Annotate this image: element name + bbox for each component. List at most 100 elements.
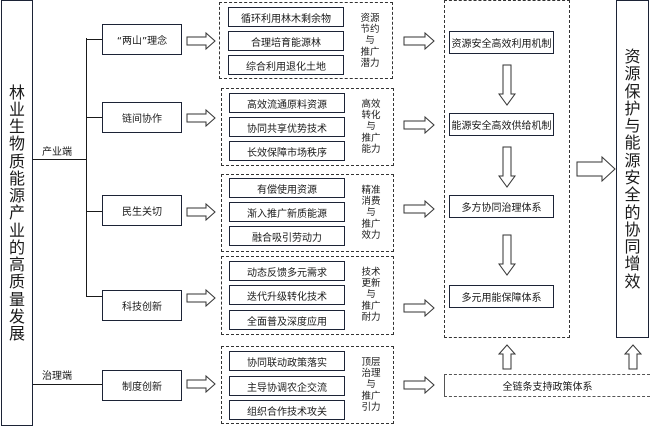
mechanism-box: 多方协同治理体系 [449, 195, 554, 218]
industry-label: 产业端 [42, 147, 72, 158]
connector-liangshan [86, 39, 102, 40]
group-item: 主导协调农企交流 [229, 376, 345, 396]
vertical-char: 源 [8, 186, 25, 206]
left-title-box: 林业生物质能源产业的高质量发展 [1, 0, 33, 426]
category-box-liangshan: “两山”理念 [102, 24, 182, 55]
arrow-right-icon [186, 108, 216, 128]
arrow-right-icon [403, 298, 435, 318]
item-text: 循环利用林木剩余物 [241, 13, 331, 25]
arrow-down-icon [498, 234, 516, 276]
group-item: 合理培育能源林 [228, 31, 344, 51]
connector-minsheng [86, 211, 102, 212]
governance-label: 治理端 [42, 371, 72, 382]
outcome-title-text: 资源保护与能源安全的协同增效 [624, 48, 640, 290]
group-zhidu [221, 346, 394, 424]
group-item: 综合利用退化土地 [228, 55, 344, 75]
connector-lianjian [86, 117, 102, 118]
item-text: 协同共享优势技术 [247, 123, 327, 135]
mechanism-box: 能源安全高效供给机制 [449, 113, 554, 136]
vertical-char: 与 [624, 116, 641, 136]
mechanism-text: 多方协同治理体系 [461, 203, 542, 214]
vertical-char: 全 [624, 185, 641, 205]
item-text: 协同联动政策落实 [247, 357, 327, 369]
mechanism-text: 能源安全高效供给机制 [451, 121, 552, 132]
connector-keji [86, 296, 102, 297]
category-box-minsheng: 民生关切 [102, 195, 182, 226]
vertical-char: 协 [624, 219, 641, 239]
vertical-char: 增 [624, 254, 641, 274]
vertical-char: 业 [8, 99, 25, 119]
mechanism-text: 多元用能保障体系 [461, 293, 542, 304]
group-liangshan [219, 2, 393, 79]
item-text: 动态反馈多元需求 [247, 267, 327, 279]
vertical-char: 质 [8, 151, 25, 171]
category-box-lianjian: 链间协作 [102, 102, 182, 133]
industry-trunk-line [86, 38, 87, 297]
group-lianjian [221, 88, 394, 166]
group-item: 高效流通原料资源 [229, 93, 345, 113]
vertical-char: 的 [8, 237, 25, 257]
arrow-down-icon [498, 64, 516, 106]
vertical-char: 产 [8, 203, 25, 223]
arrow-right-icon [186, 31, 216, 51]
group-item: 循环利用林木剩余物 [228, 7, 344, 27]
vertical-char: 的 [624, 202, 641, 222]
item-text: 高效流通原料资源 [247, 99, 327, 111]
vertical-char: 量 [8, 289, 25, 309]
vertical-char: 发 [8, 306, 25, 326]
arrow-right-icon [186, 374, 216, 394]
group-item: 融合吸引劳动力 [229, 226, 345, 246]
vertical-char: 同 [624, 237, 641, 257]
category-label: 链间协作 [122, 114, 162, 125]
vertical-char: 保 [624, 81, 641, 101]
outcome-box: 资源保护与能源安全的协同增效 [616, 0, 649, 338]
group-item: 协同联动政策落实 [229, 351, 345, 371]
group-item: 协同共享优势技术 [229, 117, 345, 137]
group-effect-label: 精准消费与推广效力 [361, 184, 381, 241]
left-title-text: 林业生物质能源产业的高质量发展 [8, 82, 25, 342]
arrow-right-icon [403, 115, 435, 135]
arrow-right-icon [403, 31, 435, 51]
industry-branch-line [33, 159, 87, 160]
mechanisms-container [444, 0, 570, 338]
group-item: 组织合作技术攻关 [229, 400, 345, 420]
item-text: 综合利用退化土地 [246, 61, 326, 73]
group-effect-label: 高效转化与推广能力 [361, 98, 381, 155]
category-label: 民生关切 [122, 207, 162, 218]
vertical-char: 质 [8, 272, 25, 292]
item-text: 有偿使用资源 [257, 184, 317, 196]
vertical-char: 高 [8, 255, 25, 275]
group-effect-label: 顶层治理与推广引力 [361, 356, 381, 413]
mechanism-box: 多元用能保障体系 [449, 285, 554, 308]
arrow-up-icon [623, 344, 643, 370]
group-effect-label: 资源节约与推广潜力 [360, 12, 380, 69]
arrow-right-large-icon [576, 155, 616, 183]
item-text: 渐入推广新质能源 [247, 208, 327, 220]
vertical-char: 护 [624, 98, 641, 118]
policy-system-text: 全链条支持政策体系 [502, 382, 593, 393]
vertical-char: 安 [624, 168, 641, 187]
group-keji [221, 256, 394, 335]
category-box-keji: 科技创新 [102, 290, 182, 321]
category-label: “两山”理念 [116, 36, 168, 47]
item-text: 合理培育能源林 [251, 37, 321, 49]
item-text: 迭代升级转化技术 [247, 291, 327, 303]
group-item: 动态反馈多元需求 [229, 261, 345, 281]
policy-system-box: 全链条支持政策体系 [444, 374, 650, 397]
group-item: 长效保障市场秩序 [229, 141, 345, 161]
category-label: 科技创新 [122, 302, 162, 313]
item-text: 主导协调农企交流 [247, 382, 327, 394]
arrow-right-icon [403, 199, 435, 219]
vertical-char: 业 [8, 220, 25, 240]
arrow-right-icon [186, 288, 216, 308]
group-item: 渐入推广新质能源 [229, 202, 345, 222]
group-item: 全面普及深度应用 [229, 310, 345, 330]
vertical-char: 林 [8, 82, 25, 102]
arrow-up-icon [497, 344, 517, 370]
category-label: 制度创新 [122, 382, 162, 393]
item-text: 融合吸引劳动力 [252, 232, 322, 244]
group-effect-label: 技术更新与推广耐力 [361, 266, 381, 323]
vertical-char: 源 [624, 150, 641, 170]
item-text: 全面普及深度应用 [247, 316, 327, 328]
vertical-char: 资 [624, 47, 641, 67]
